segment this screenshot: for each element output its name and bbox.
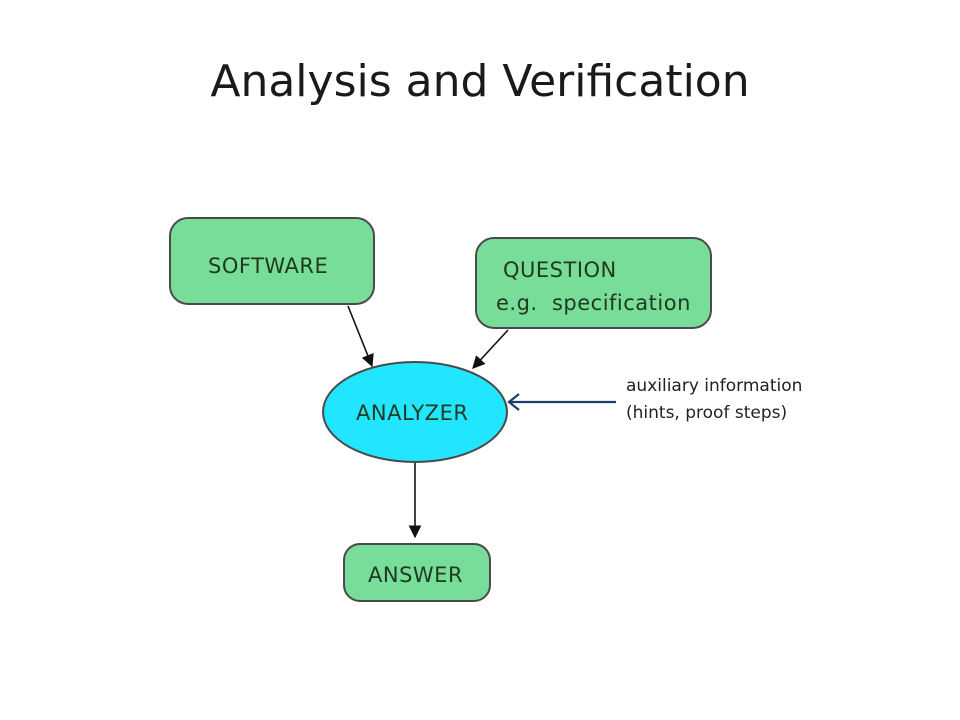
question-node: QUESTION e.g. specification	[475, 237, 712, 329]
software-node: SOFTWARE	[169, 217, 375, 305]
arrow-auxiliary-head	[507, 393, 520, 411]
arrow-question-to-analyzer	[472, 329, 509, 369]
analyzer-label: ANALYZER	[356, 401, 468, 425]
answer-node: ANSWER	[343, 543, 491, 602]
question-sublabel: e.g. specification	[496, 291, 691, 315]
question-label: QUESTION	[503, 258, 617, 282]
slide-title: Analysis and Verification	[210, 56, 750, 107]
auxiliary-annotation: auxiliary information (hints, proof step…	[626, 373, 802, 427]
auxiliary-annotation-line1: auxiliary information	[626, 376, 803, 396]
arrow-software-to-analyzer	[347, 305, 374, 368]
answer-label: ANSWER	[368, 563, 463, 587]
software-label: SOFTWARE	[208, 254, 328, 278]
analyzer-node: ANALYZER	[322, 361, 508, 463]
auxiliary-annotation-line2: (hints, proof steps)	[626, 403, 788, 423]
